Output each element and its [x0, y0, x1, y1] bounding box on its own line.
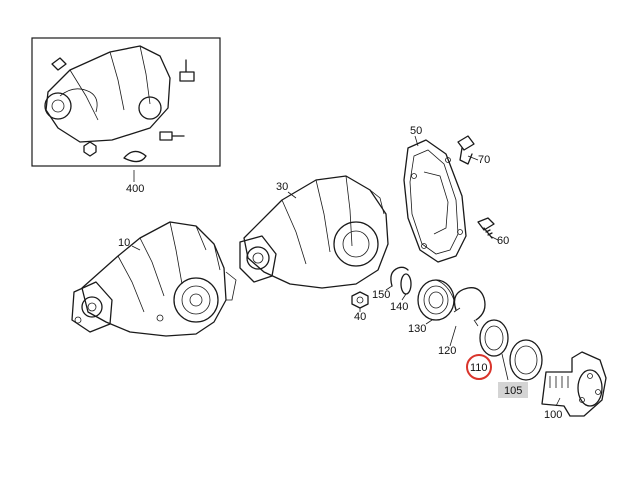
part-140-ring: [400, 273, 412, 295]
callout-150[interactable]: 150: [372, 289, 390, 301]
callout-60[interactable]: 60: [497, 235, 509, 247]
callout-70[interactable]: 70: [478, 154, 490, 166]
callout-40[interactable]: 40: [354, 311, 366, 323]
part-60-bolt: [477, 217, 495, 239]
callout-10[interactable]: 10: [118, 237, 130, 249]
part-40-nut: [351, 291, 369, 309]
callout-50[interactable]: 50: [410, 125, 422, 137]
part-105-seal-ring: [509, 339, 543, 381]
callout-120[interactable]: 120: [438, 345, 456, 357]
part-50-cover: [403, 139, 467, 263]
callout-130[interactable]: 130: [408, 323, 426, 335]
highlight-ring-110: [466, 354, 492, 380]
part-10-differential: [71, 221, 237, 337]
part-120-circlip: [453, 287, 486, 327]
callout-105[interactable]: 105: [504, 385, 522, 397]
leader-lines: [131, 135, 561, 407]
inset-assembly-box: [31, 37, 221, 167]
part-70-plug: [457, 135, 475, 165]
part-100-flange: [541, 351, 607, 417]
callout-30[interactable]: 30: [276, 181, 288, 193]
label-box-105: [498, 382, 528, 398]
part-30-housing: [239, 175, 389, 289]
callout-100[interactable]: 100: [544, 409, 562, 421]
part-150-snap-ring: [390, 266, 409, 287]
part-130-bearing: [417, 279, 455, 321]
callout-140[interactable]: 140: [390, 301, 408, 313]
callout-400[interactable]: 400: [126, 183, 144, 195]
part-110-seal: [479, 319, 509, 357]
callout-110[interactable]: 110: [470, 362, 488, 374]
